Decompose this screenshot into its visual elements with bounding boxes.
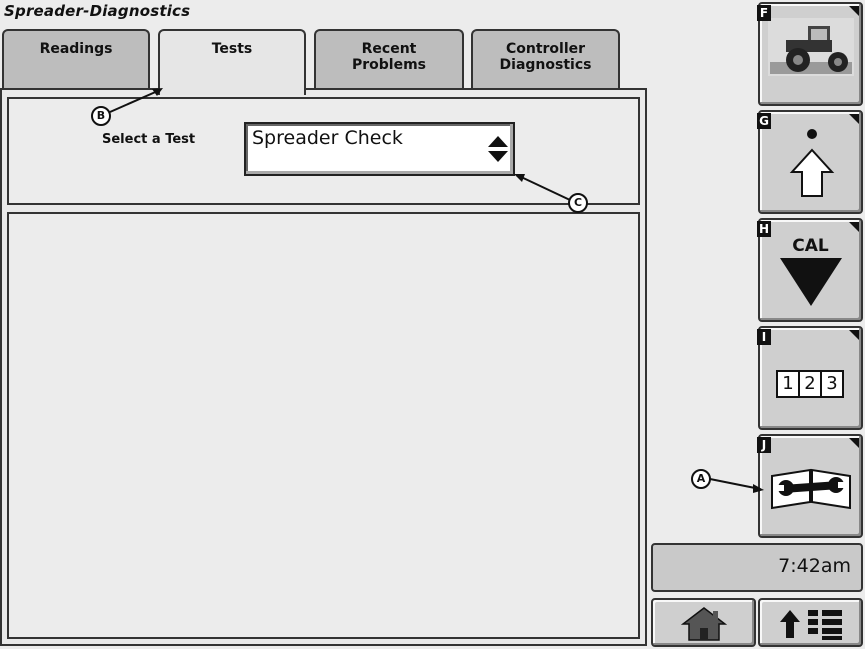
home-button[interactable]: [651, 598, 756, 647]
diagnostics-book-wrench-icon: [771, 468, 851, 510]
test-dropdown[interactable]: Spreader Check: [244, 122, 515, 176]
clock-time: 7:42am: [778, 555, 851, 577]
softkey-f-tractor-button[interactable]: [758, 2, 863, 106]
tab-readings[interactable]: Readings: [2, 29, 150, 88]
softkey-h-cal-button[interactable]: CAL: [758, 218, 863, 322]
down-triangle-icon: [780, 258, 842, 306]
up-down-arrows-icon: [488, 136, 508, 162]
numeric-keypad-icon: 1 2 3: [776, 370, 844, 398]
menu-button[interactable]: [758, 598, 863, 647]
tractor-icon: [768, 18, 854, 76]
softkey-letter-h: H: [757, 221, 771, 237]
cal-label: CAL: [792, 236, 829, 256]
softkey-letter-g: G: [757, 113, 771, 129]
callout-a: A: [691, 469, 711, 489]
tab-tests[interactable]: Tests: [158, 29, 306, 95]
softkey-letter-j: J: [757, 437, 771, 453]
keypad-digit: 2: [800, 372, 822, 396]
up-arrow-icon: [789, 129, 835, 197]
tab-recent-problems[interactable]: Recent Problems: [314, 29, 464, 88]
test-dropdown-value: Spreader Check: [252, 127, 403, 149]
softkey-letter-i: I: [757, 329, 771, 345]
select-test-label: Select a Test: [102, 132, 196, 147]
menu-up-list-icon: [780, 610, 842, 640]
home-icon: [681, 607, 727, 641]
keypad-digit: 1: [778, 372, 800, 396]
window-title: Spreader-Diagnostics: [4, 2, 191, 20]
softkey-g-up-button[interactable]: [758, 110, 863, 214]
callout-c: C: [568, 193, 588, 213]
tab-controller-diagnostics[interactable]: Controller Diagnostics: [471, 29, 620, 88]
callout-b: B: [91, 106, 111, 126]
softkey-j-diagnostics-button[interactable]: [758, 434, 863, 538]
keypad-digit: 3: [822, 372, 842, 396]
softkey-letter-f: F: [757, 5, 771, 21]
softkey-i-keypad-button[interactable]: 1 2 3: [758, 326, 863, 430]
clock-display: 7:42am: [651, 543, 863, 592]
test-results-panel: [7, 212, 640, 639]
